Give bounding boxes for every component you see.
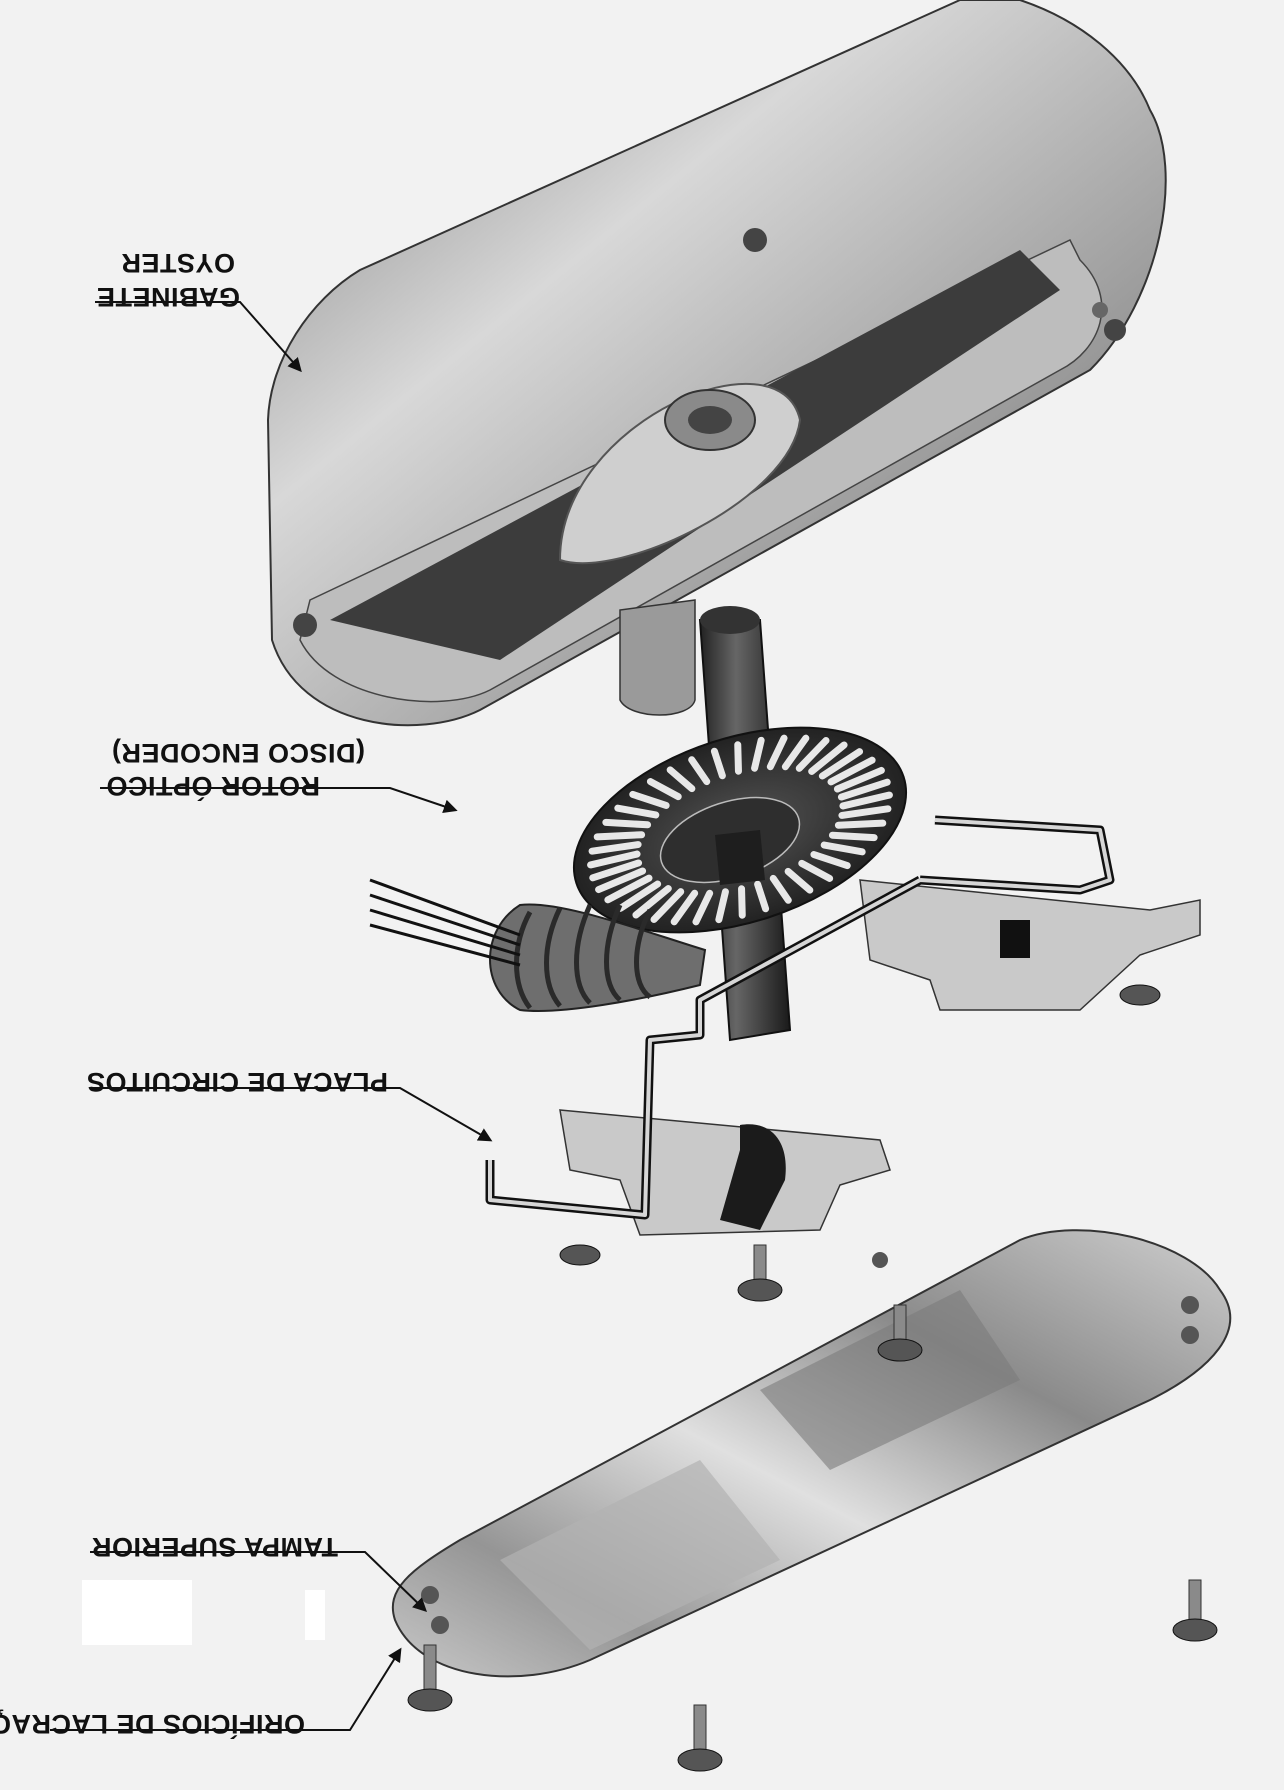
encoder-slot: [818, 748, 864, 780]
label-group: OYSTER GABINETE (DISCO ENCODER) ROTOR ÓP…: [0, 248, 388, 1740]
encoder-slot: [616, 880, 662, 912]
encoder-slot: [751, 736, 765, 772]
encoder-slot: [593, 831, 646, 841]
screw: [1119, 984, 1161, 1006]
encoder-slot: [833, 766, 885, 793]
blank-patch: [82, 1580, 192, 1645]
encoder-slot: [795, 736, 830, 772]
leader-gabinete: [95, 301, 302, 373]
screw: [737, 1244, 783, 1302]
encoder-slot: [837, 778, 891, 801]
encoder-slot: [781, 734, 810, 771]
encoder-slot: [766, 734, 788, 771]
encoder-slot: [602, 818, 652, 829]
label-gabinete-line2: GABINETE: [96, 282, 240, 312]
encoder-slot: [710, 747, 726, 780]
encoder-slot: [614, 804, 660, 819]
leader-lines: [50, 301, 493, 1731]
encoder-slot: [670, 889, 699, 926]
encoder-slot: [589, 859, 643, 882]
encoder-slot: [810, 851, 851, 870]
screw: [677, 1704, 723, 1772]
encoder-slot: [629, 790, 670, 809]
encoder-slot: [688, 756, 711, 786]
encoder-slot: [754, 880, 770, 913]
encoder-slot: [798, 859, 834, 882]
encoder-slot: [692, 889, 714, 926]
screw: [1172, 1579, 1218, 1642]
top-cover-part: [391, 1229, 1232, 1678]
blank-patch: [305, 1590, 325, 1640]
encoder-slot: [715, 888, 729, 924]
label-gabinete-line1: OYSTER: [121, 248, 235, 278]
encoder-slot: [587, 850, 641, 869]
encoder-slot: [738, 885, 746, 919]
encoder-slot: [834, 819, 887, 829]
encoder-slot: [646, 778, 682, 801]
label-rotor-line2: ROTOR ÓPTICO: [106, 771, 320, 802]
leader-orificios: [50, 1647, 402, 1731]
leader-tampa: [90, 1551, 428, 1612]
label-rotor-line1: (DISCO ENCODER): [111, 738, 365, 768]
label-placa: PLACA DE CIRCUITOS: [86, 1067, 388, 1097]
encoder-slot: [604, 874, 653, 904]
label-tampa: TAMPA SUPERIOR: [91, 1532, 338, 1562]
encoder-slot: [734, 741, 742, 775]
circuit-board-part: [369, 815, 1201, 1236]
encoder-slot: [827, 756, 876, 786]
sealing-screws: [407, 984, 1218, 1772]
screw: [559, 1244, 601, 1266]
encoder-slot: [808, 741, 848, 775]
screw: [407, 1644, 453, 1712]
encoder-slot: [650, 888, 685, 924]
encoder-slot: [828, 831, 878, 842]
housing-part: [266, 0, 1167, 727]
screw: [877, 1304, 923, 1362]
encoder-slot: [595, 867, 647, 894]
encoder-slot: [588, 841, 642, 855]
encoder-slot: [769, 874, 792, 904]
encoder-slot: [839, 791, 893, 810]
label-orificios: ORIFÍCIOS DE LACRAÇÃO: [0, 1709, 305, 1740]
encoder-slot: [838, 805, 892, 819]
leader-placa: [90, 1087, 493, 1142]
encoder-slot: [632, 885, 672, 919]
optical-rotor-part: [572, 606, 908, 1042]
leader-rotor: [100, 787, 458, 814]
encoder-slot: [820, 841, 866, 856]
encoder-slot: [666, 766, 696, 793]
encoder-slot: [784, 867, 814, 894]
